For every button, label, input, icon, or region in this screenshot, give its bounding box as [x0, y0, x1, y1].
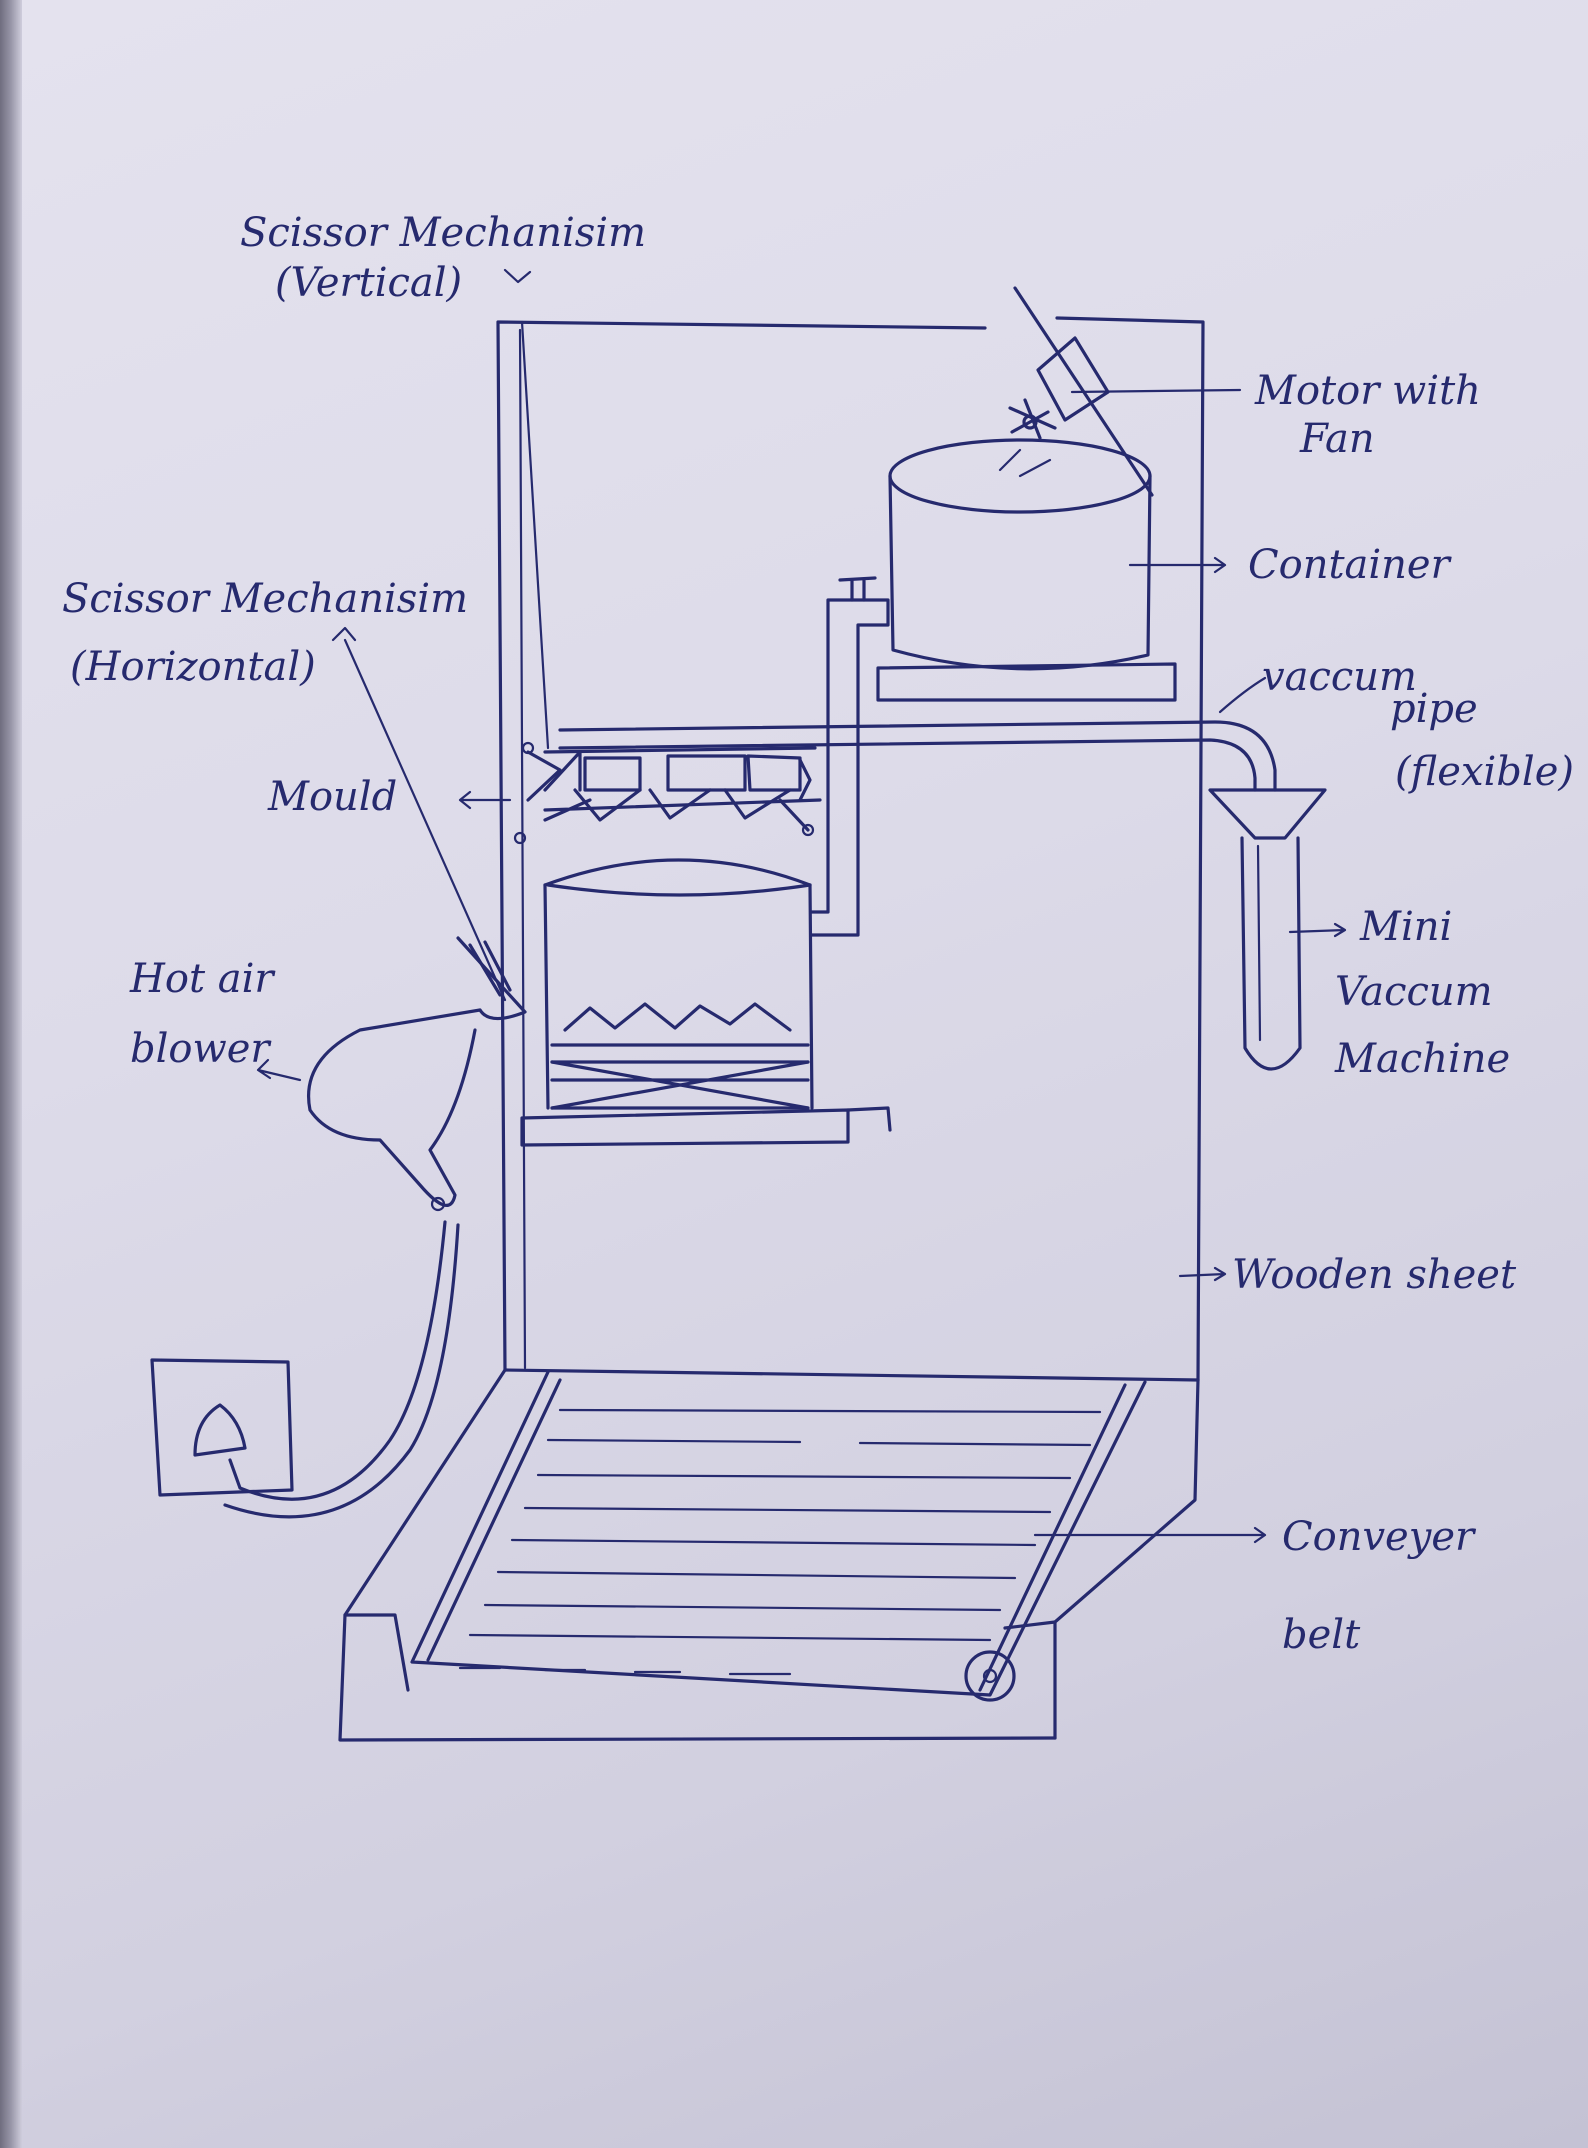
label-hot-air-1: Hot air [129, 956, 276, 1002]
conveyer-belt [340, 1370, 1198, 1740]
label-wooden-sheet: Wooden sheet [1232, 1252, 1517, 1298]
label-hot-air-2: blower [130, 1026, 272, 1072]
label-conveyer-2: belt [1282, 1612, 1361, 1658]
label-mini-vaccum-2: Vaccum [1335, 969, 1493, 1015]
forming-chamber [522, 860, 890, 1145]
container-tank [878, 440, 1175, 700]
mould-assembly [515, 743, 820, 843]
feed-pipe [812, 578, 888, 935]
wooden-sheet [498, 318, 1203, 1380]
label-scissor-vertical-1: Scissor Mechanisim [240, 210, 646, 256]
label-mini-vaccum-3: Machine [1334, 1036, 1510, 1082]
label-vaccum-pipe-2: pipe [1390, 686, 1478, 732]
power-cord [225, 1222, 458, 1517]
label-scissor-horizontal-2: (Horizontal) [70, 644, 316, 690]
label-motor-2: Fan [1299, 416, 1375, 462]
wall-socket [152, 1360, 292, 1495]
label-scissor-horizontal-1: Scissor Mechanisim [62, 576, 468, 622]
leader-lines [258, 270, 1345, 1542]
label-conveyer-1: Conveyer [1282, 1514, 1477, 1560]
label-vaccum-pipe-3: (flexible) [1395, 749, 1574, 795]
hot-air-blower [309, 938, 525, 1210]
label-mould: Mould [267, 774, 397, 820]
label-scissor-vertical-2: (Vertical) [275, 260, 462, 306]
label-mini-vaccum-1: Mini [1359, 904, 1452, 950]
label-container: Container [1248, 542, 1453, 588]
mini-vacuum-machine [1210, 790, 1325, 1069]
label-motor-1: Motor with [1254, 368, 1481, 414]
